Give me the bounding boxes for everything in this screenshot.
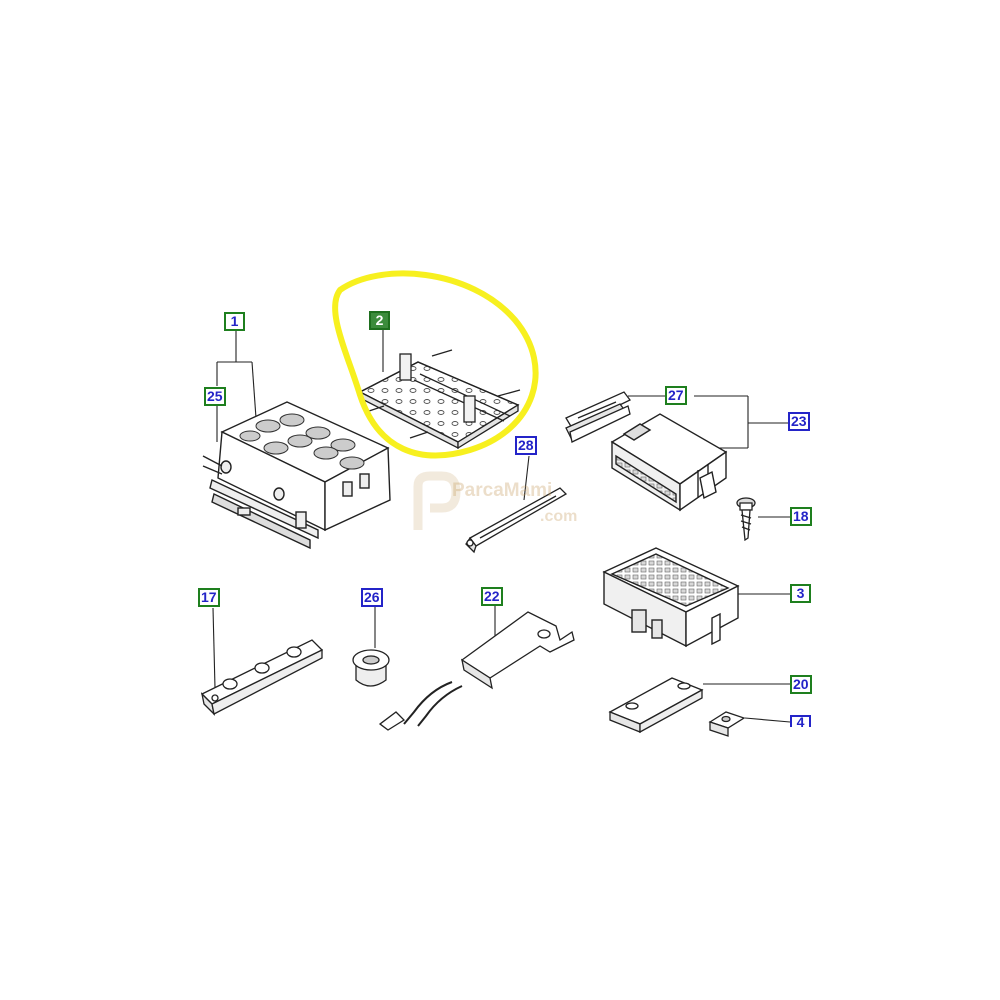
callout-27[interactable]: 27 [665,386,687,405]
part-3-connector [602,547,740,648]
watermark-domain: .com [540,508,578,525]
part-18-screw [736,497,756,542]
callout-20[interactable]: 20 [790,675,812,694]
part-23-relay-box [610,413,728,512]
highlight-circle [332,270,539,459]
callout-17[interactable]: 17 [198,588,220,607]
watermark-brand: ParcaMami [452,480,553,501]
part-22-bracket [378,611,575,731]
callout-26[interactable]: 26 [361,588,383,607]
callout-1[interactable]: 1 [224,312,245,331]
part-28-strip [465,487,568,554]
callout-28[interactable]: 28 [515,436,537,455]
part-17-bar [200,639,324,716]
part-27-terminal [565,391,631,443]
callout-4[interactable]: 4 [790,715,811,727]
callout-23[interactable]: 23 [788,412,810,431]
part-25-fuse-box [202,401,391,550]
callout-2-selected[interactable]: 2 [369,311,390,330]
callout-25[interactable]: 25 [204,387,226,406]
watermark-logo-icon [413,471,461,530]
part-20-plate [608,677,704,734]
callout-3[interactable]: 3 [790,584,811,603]
callout-22[interactable]: 22 [481,587,503,606]
part-4-clip [708,711,746,737]
callout-18[interactable]: 18 [790,507,812,526]
leader-lines [212,330,791,723]
part-26-grommet [352,649,390,687]
part-2-pin-plate [358,349,521,450]
